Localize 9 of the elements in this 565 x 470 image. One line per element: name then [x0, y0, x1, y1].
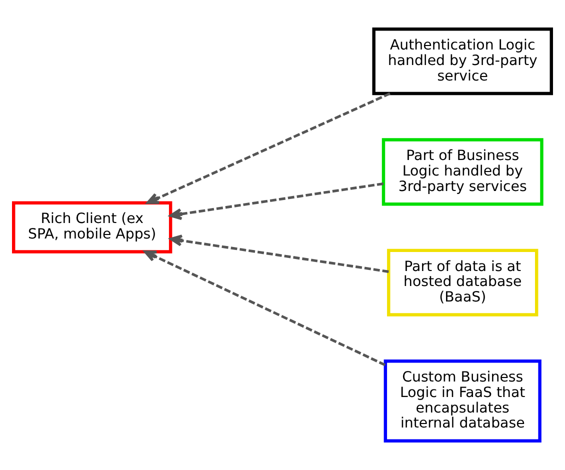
arrow — [170, 234, 389, 273]
node-box: Part of data is at hosted database (BaaS) — [387, 248, 538, 316]
node-box: Part of Business Logic handled by 3rd-party services — [382, 138, 544, 206]
arrow — [169, 182, 384, 220]
arrow — [146, 92, 390, 204]
node-box: Authentication Logic handled by 3rd-party service — [372, 28, 553, 96]
node-box: Rich Client (ex SPA, mobile Apps) — [12, 201, 172, 254]
arrow — [144, 250, 386, 366]
node-box: Custom Business Logic in FaaS that encapsulates internal database — [384, 359, 542, 442]
